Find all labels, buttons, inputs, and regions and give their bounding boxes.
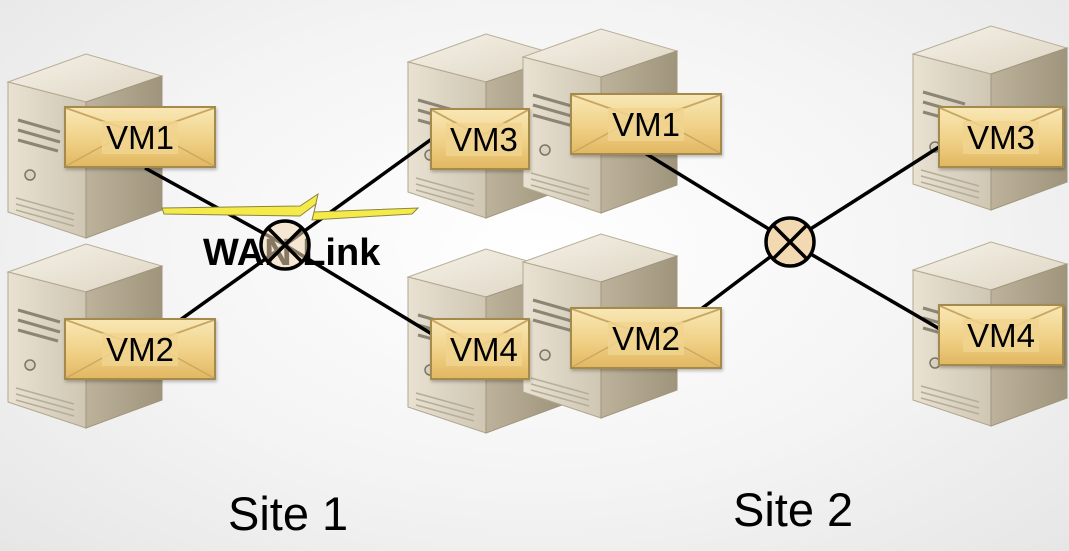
vm-label: VM4: [963, 318, 1039, 352]
switch-icon-site2: [764, 216, 816, 268]
link-vm1-to-switch-site1: [144, 166, 286, 247]
switch-icon-site1: [259, 219, 311, 271]
vm-label: VM2: [102, 332, 178, 366]
vm-box-site1-vm1: VM1: [64, 106, 216, 168]
vm-label: VM3: [446, 122, 522, 156]
vm-label: VM2: [608, 321, 684, 355]
link-vm1-to-switch-site2: [639, 148, 791, 244]
vm-box-site1-vm2: VM2: [64, 318, 216, 380]
vm-box-site1-vm3: VM3: [430, 108, 530, 170]
vm-box-site2-vm3: VM3: [938, 106, 1064, 168]
link-switch-to-vm3-site2: [789, 138, 951, 244]
vm-box-site1-vm4: VM4: [430, 318, 530, 380]
vm-label: VM1: [608, 107, 684, 141]
lightning-bolt-icon: [161, 192, 420, 221]
vm-label: VM4: [446, 332, 522, 366]
vm-box-site2-vm1: VM1: [570, 93, 722, 155]
link-switch-to-vm4-site1: [284, 243, 451, 347]
link-switch-to-vm4-site2: [789, 240, 951, 337]
site-2-label: Site 2: [733, 483, 854, 536]
vm-label: VM3: [963, 120, 1039, 154]
vm-label: VM1: [102, 120, 178, 154]
vm-box-site2-vm4: VM4: [938, 304, 1064, 366]
link-switch-to-vm3-site1: [283, 131, 442, 247]
site-1-label: Site 1: [228, 487, 349, 540]
vm-box-site2-vm2: VM2: [570, 307, 722, 369]
